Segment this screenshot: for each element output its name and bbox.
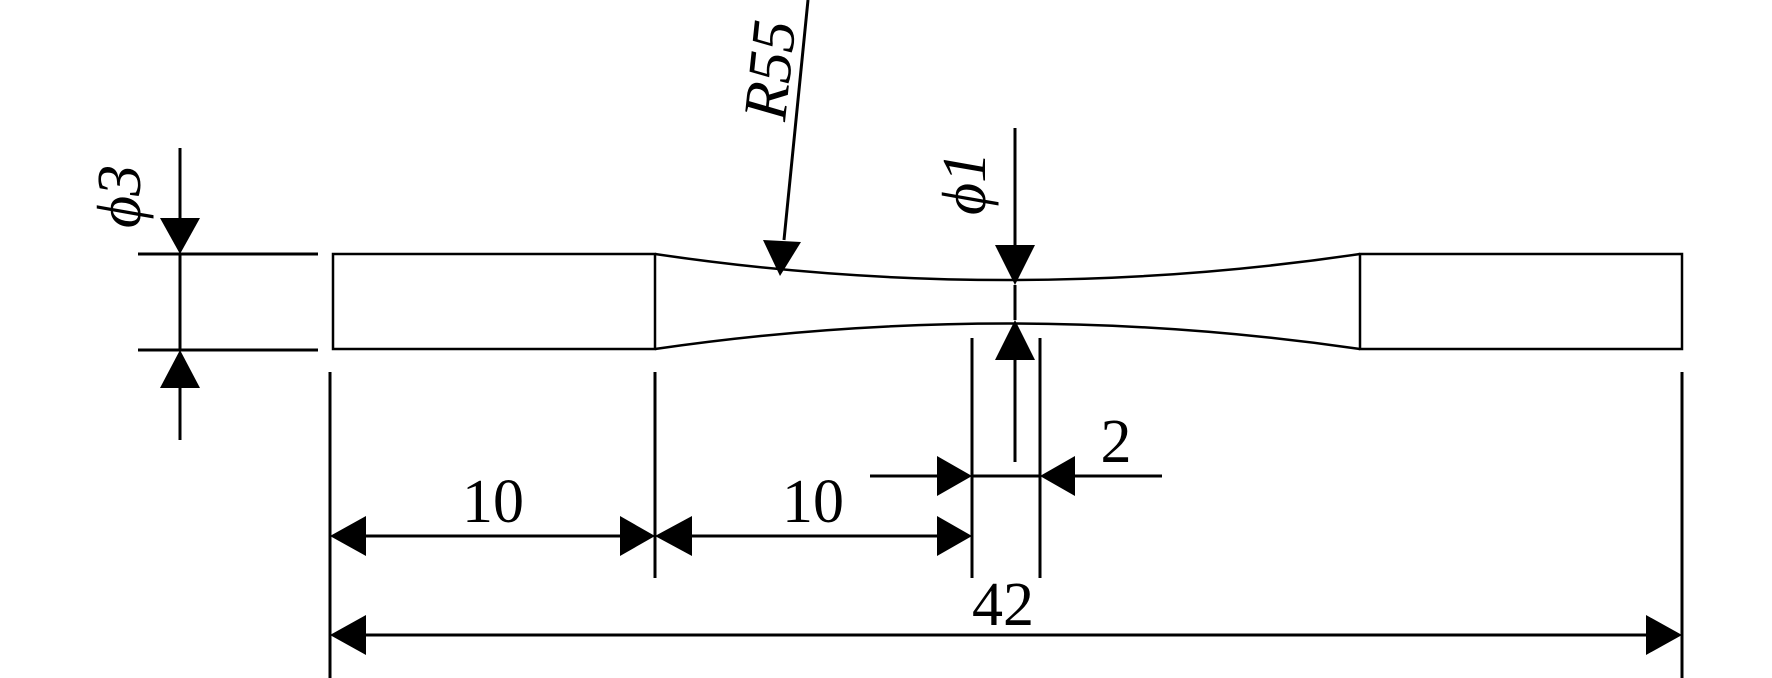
grip-length-label: 10 — [462, 468, 524, 536]
reduced-section-top-arc — [654, 252, 1361, 282]
grip-length-dimension: 10 — [330, 468, 655, 556]
transition-length-dimension: 10 — [655, 468, 972, 556]
transition-length-label: 10 — [782, 468, 844, 536]
right-grip — [1358, 252, 1684, 351]
left-grip — [331, 252, 657, 351]
gauge-length-label: 2 — [1101, 408, 1132, 476]
grip-diameter-label: ϕ3 — [86, 165, 154, 228]
specimen-outline — [331, 252, 1684, 351]
gauge-diameter-label: ϕ1 — [931, 152, 999, 215]
radius-label: R55 — [731, 17, 809, 124]
total-length-label: 42 — [972, 571, 1034, 639]
gauge-diameter-dimension: ϕ1 — [931, 128, 1035, 462]
extension-lines — [138, 252, 1684, 678]
grip-diameter-dimension: ϕ3 — [86, 148, 200, 440]
reduced-section-bottom-arc — [654, 322, 1361, 351]
radius-leader: R55 — [731, 0, 810, 276]
gauge-length-dimension: 2 — [870, 408, 1162, 496]
total-length-dimension: 42 — [330, 571, 1682, 655]
